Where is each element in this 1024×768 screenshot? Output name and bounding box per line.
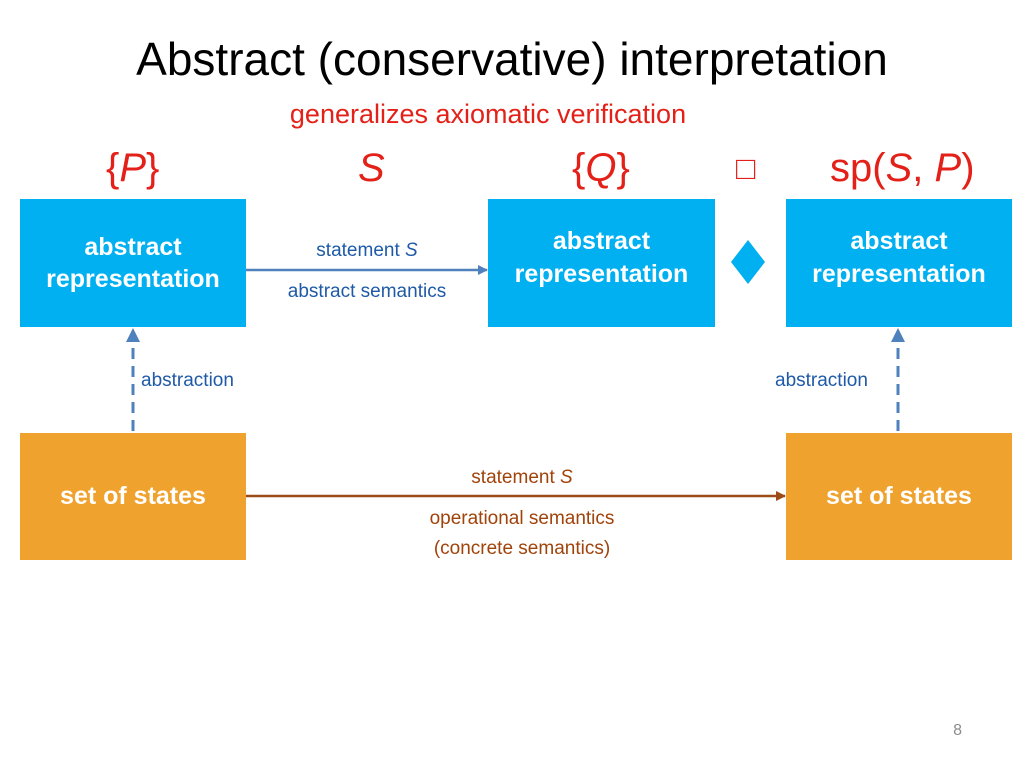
strongest-postcondition: sp(S, P) <box>830 146 975 190</box>
abstraction-label-right: abstraction <box>775 370 868 391</box>
abstract-arrow-label-bottom: abstract semantics <box>287 281 447 302</box>
postcondition-Q: {Q} <box>572 146 630 190</box>
precondition-P: {P} <box>106 146 160 190</box>
set-of-states-box-left: set of states <box>20 433 246 560</box>
abstraction-arrowhead-right <box>891 328 905 342</box>
set-of-states-box-right: set of states <box>786 433 1012 560</box>
concrete-arrow-label-top: statement S <box>471 467 573 488</box>
concrete-arrow-label-bottom-2: (concrete semantics) <box>433 538 611 559</box>
slide-title: Abstract (conservative) interpretation <box>136 33 888 85</box>
slide-subtitle: generalizes axiomatic verification <box>289 99 687 129</box>
diamond-icon <box>731 240 765 284</box>
statement-S: S <box>358 146 385 190</box>
concrete-arrow-label-bottom-1: operational semantics <box>429 508 615 529</box>
placeholder-glyph-icon: □ <box>736 150 756 186</box>
page-number: 8 <box>953 722 962 739</box>
abstraction-label-left: abstraction <box>141 370 234 391</box>
abstraction-arrowhead-left <box>126 328 140 342</box>
abstract-arrow-label-top: statement S <box>316 240 418 261</box>
